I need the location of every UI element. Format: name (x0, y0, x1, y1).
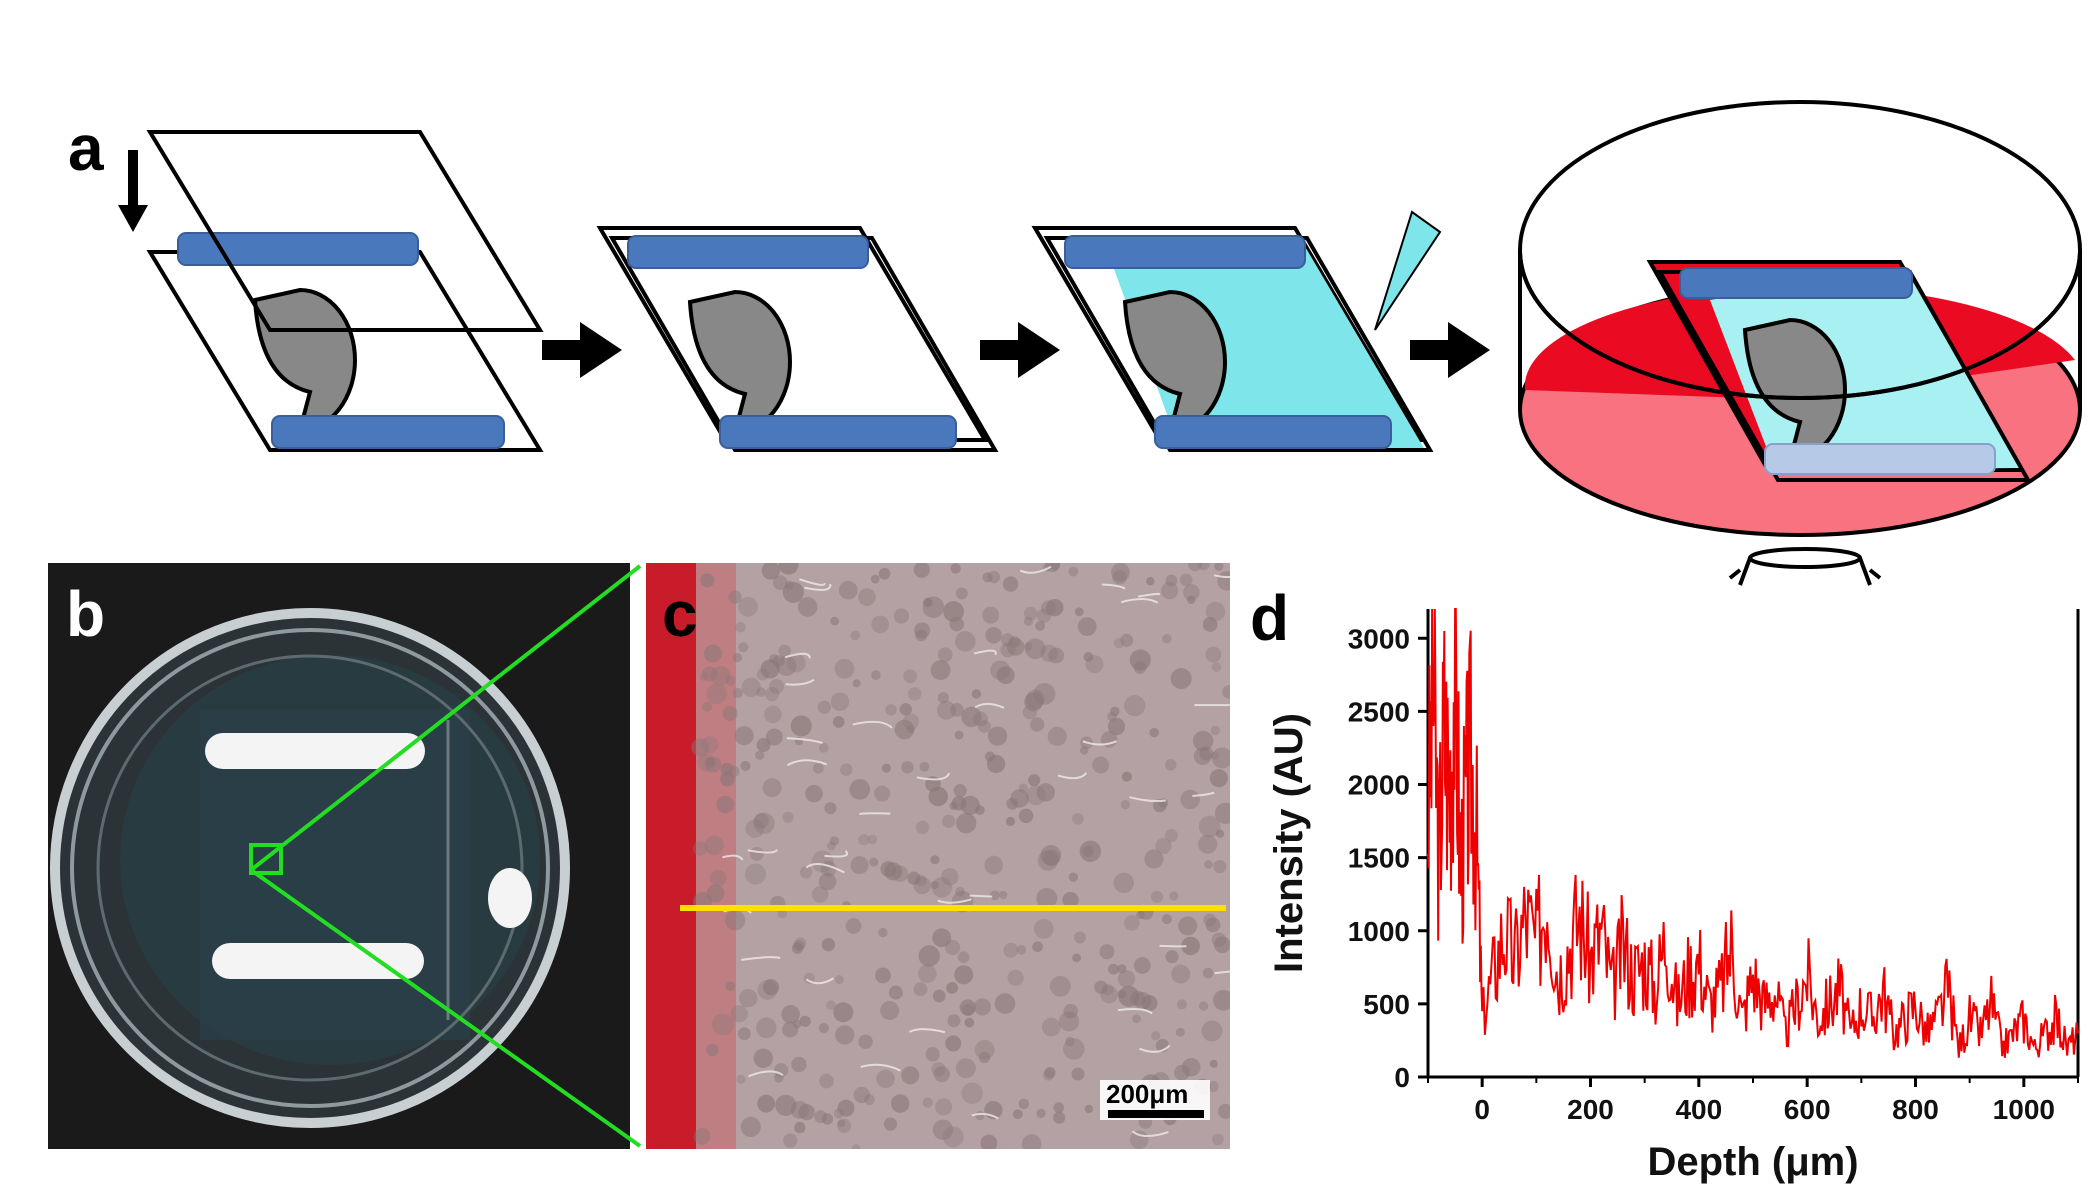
tissue-slice (1122, 289, 1227, 435)
spacer-strip (205, 733, 425, 769)
step-arrow-icon (1410, 322, 1490, 378)
panel-label-a: a (68, 112, 104, 184)
cell-texture (691, 563, 1230, 1149)
x-tick-label: 400 (1675, 1094, 1722, 1125)
step-1-slides (146, 130, 544, 452)
intensity-series-line (1427, 608, 2079, 1058)
y-tick-label: 3000 (1348, 623, 1410, 654)
y-tick-label: 0 (1394, 1062, 1410, 1093)
y-tick-label: 2000 (1348, 770, 1410, 801)
x-tick-label: 1000 (1993, 1094, 2055, 1125)
x-tick-label: 0 (1474, 1094, 1490, 1125)
spacer-strip (212, 943, 424, 979)
x-tick-label: 800 (1892, 1094, 1939, 1125)
tissue-slice (687, 289, 792, 435)
objective-lens-icon (1728, 547, 1882, 586)
x-tick-label: 200 (1567, 1094, 1614, 1125)
y-tick-label: 1000 (1348, 916, 1410, 947)
tissue-slice (252, 287, 357, 433)
x-axis-label: Depth (μm) (1647, 1140, 1858, 1184)
step-arrow-icon (542, 322, 622, 378)
scale-bar (1108, 1110, 1204, 1118)
step-3-slides (1031, 210, 1442, 452)
step-2-slides (596, 226, 999, 452)
down-arrow-icon (118, 150, 148, 232)
intensity-chart: 0 500 1000 1500 2000 2500 3000 0 200 400 600 800 100… (1267, 608, 2080, 1184)
panel-b: b (48, 563, 630, 1149)
spacer-bottom (271, 415, 505, 449)
panel-label-c: c (662, 578, 698, 650)
zoom-line (249, 868, 642, 1148)
panel-d: d 0 500 1000 1500 2000 2500 3000 0 200 400 600 800 1… (1250, 582, 2080, 1184)
y-axis-label: Intensity (AU) (1267, 713, 1311, 973)
panel-label-d: d (1250, 582, 1289, 654)
panel-c: 200μm c (646, 563, 1230, 1149)
y-tick-label: 2500 (1348, 696, 1410, 727)
petri-dish (50, 608, 570, 1128)
top-slide (146, 130, 544, 332)
zoom-line (249, 564, 642, 872)
x-tick-label: 600 (1784, 1094, 1831, 1125)
panel-label-b: b (66, 578, 105, 650)
zoom-box (249, 843, 283, 875)
panel-a: a (68, 100, 2082, 586)
pipette-tip-icon (1374, 210, 1442, 331)
tissue-slice (488, 868, 532, 928)
y-tick-label: 500 (1363, 989, 1410, 1020)
scale-bar-label: 200μm (1106, 1079, 1188, 1109)
y-tick-label: 1500 (1348, 843, 1410, 874)
spacer-top (177, 232, 419, 266)
step-arrow-icon (980, 322, 1060, 378)
step-4-dish (1518, 100, 2082, 586)
